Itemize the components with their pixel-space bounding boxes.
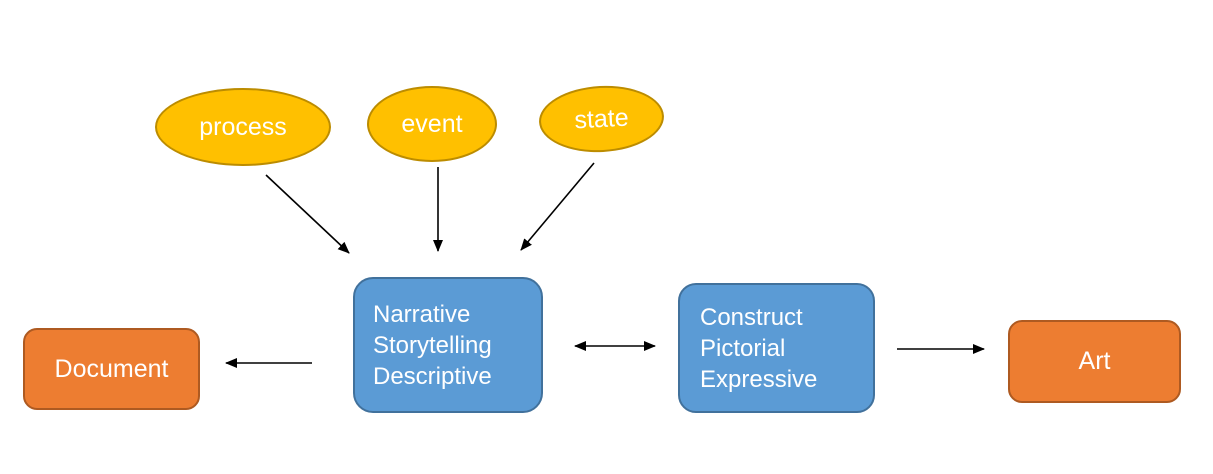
box-document: Document [23,328,200,410]
box-construct-line-3: Expressive [700,365,818,393]
box-art: Art [1008,320,1181,403]
ellipse-event-label: event [401,109,463,138]
ellipse-state-label: state [573,103,630,134]
box-art-label: Art [1078,347,1111,375]
box-construct: Construct Pictorial Expressive [678,283,875,413]
box-narrative: Narrative Storytelling Descriptive [353,277,543,413]
box-construct-line-2: Pictorial [700,334,786,362]
box-narrative-line-3: Descriptive [373,362,492,390]
box-document-label: Document [54,354,169,383]
ellipse-process-label: process [199,112,287,141]
box-narrative-line-1: Narrative [373,300,471,328]
box-narrative-line-2: Storytelling [373,331,492,359]
arrow-process-to-narrative [265,174,350,254]
ellipse-process: process [155,88,331,166]
box-construct-line-1: Construct [700,303,803,331]
arrow-state-to-narrative [520,162,595,251]
ellipse-event: event [367,86,497,162]
